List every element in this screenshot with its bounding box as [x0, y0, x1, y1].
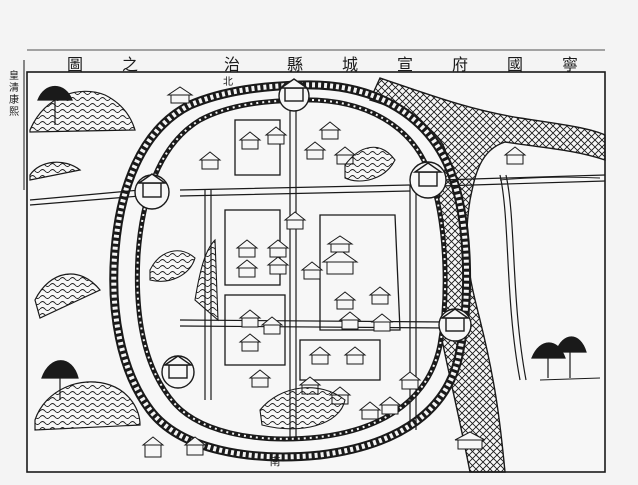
tree-southwest [41, 360, 79, 400]
outer-fields [499, 176, 601, 381]
gate-southeast [438, 308, 472, 342]
outer-mountains [29, 90, 141, 431]
title-char-3: 宣 [397, 55, 413, 74]
title-char-6: 治 [224, 55, 240, 74]
outer-moat [109, 80, 472, 462]
building-yamen [321, 235, 359, 275]
tree-southeast-2 [555, 336, 587, 378]
title-char-1: 國 [507, 55, 523, 74]
trees [37, 85, 587, 400]
title-char-2: 府 [452, 55, 468, 74]
north-label: 北 [223, 76, 233, 88]
title-char-8: 圖 [67, 55, 83, 74]
gate-west [134, 173, 170, 210]
tree-northwest [37, 85, 73, 125]
side-caption: 皇清康熙 [7, 69, 19, 118]
city-buildings [141, 86, 527, 458]
inner-compounds [224, 119, 401, 381]
city-hills [149, 146, 396, 430]
title-char-5: 縣 [287, 55, 303, 74]
gate-east [409, 161, 447, 199]
tree-southeast-1 [531, 342, 566, 378]
title-char-0: 寧 [562, 55, 578, 74]
south-label: 南 [270, 455, 281, 468]
map-title: 寧 國 府 宣 城 縣 治 之 圖 [67, 55, 578, 74]
title-char-7: 之 [122, 55, 138, 74]
gate-southwest [161, 355, 195, 389]
gate-north [278, 78, 310, 112]
city-gates [134, 78, 472, 389]
title-char-4: 城 [342, 55, 358, 74]
